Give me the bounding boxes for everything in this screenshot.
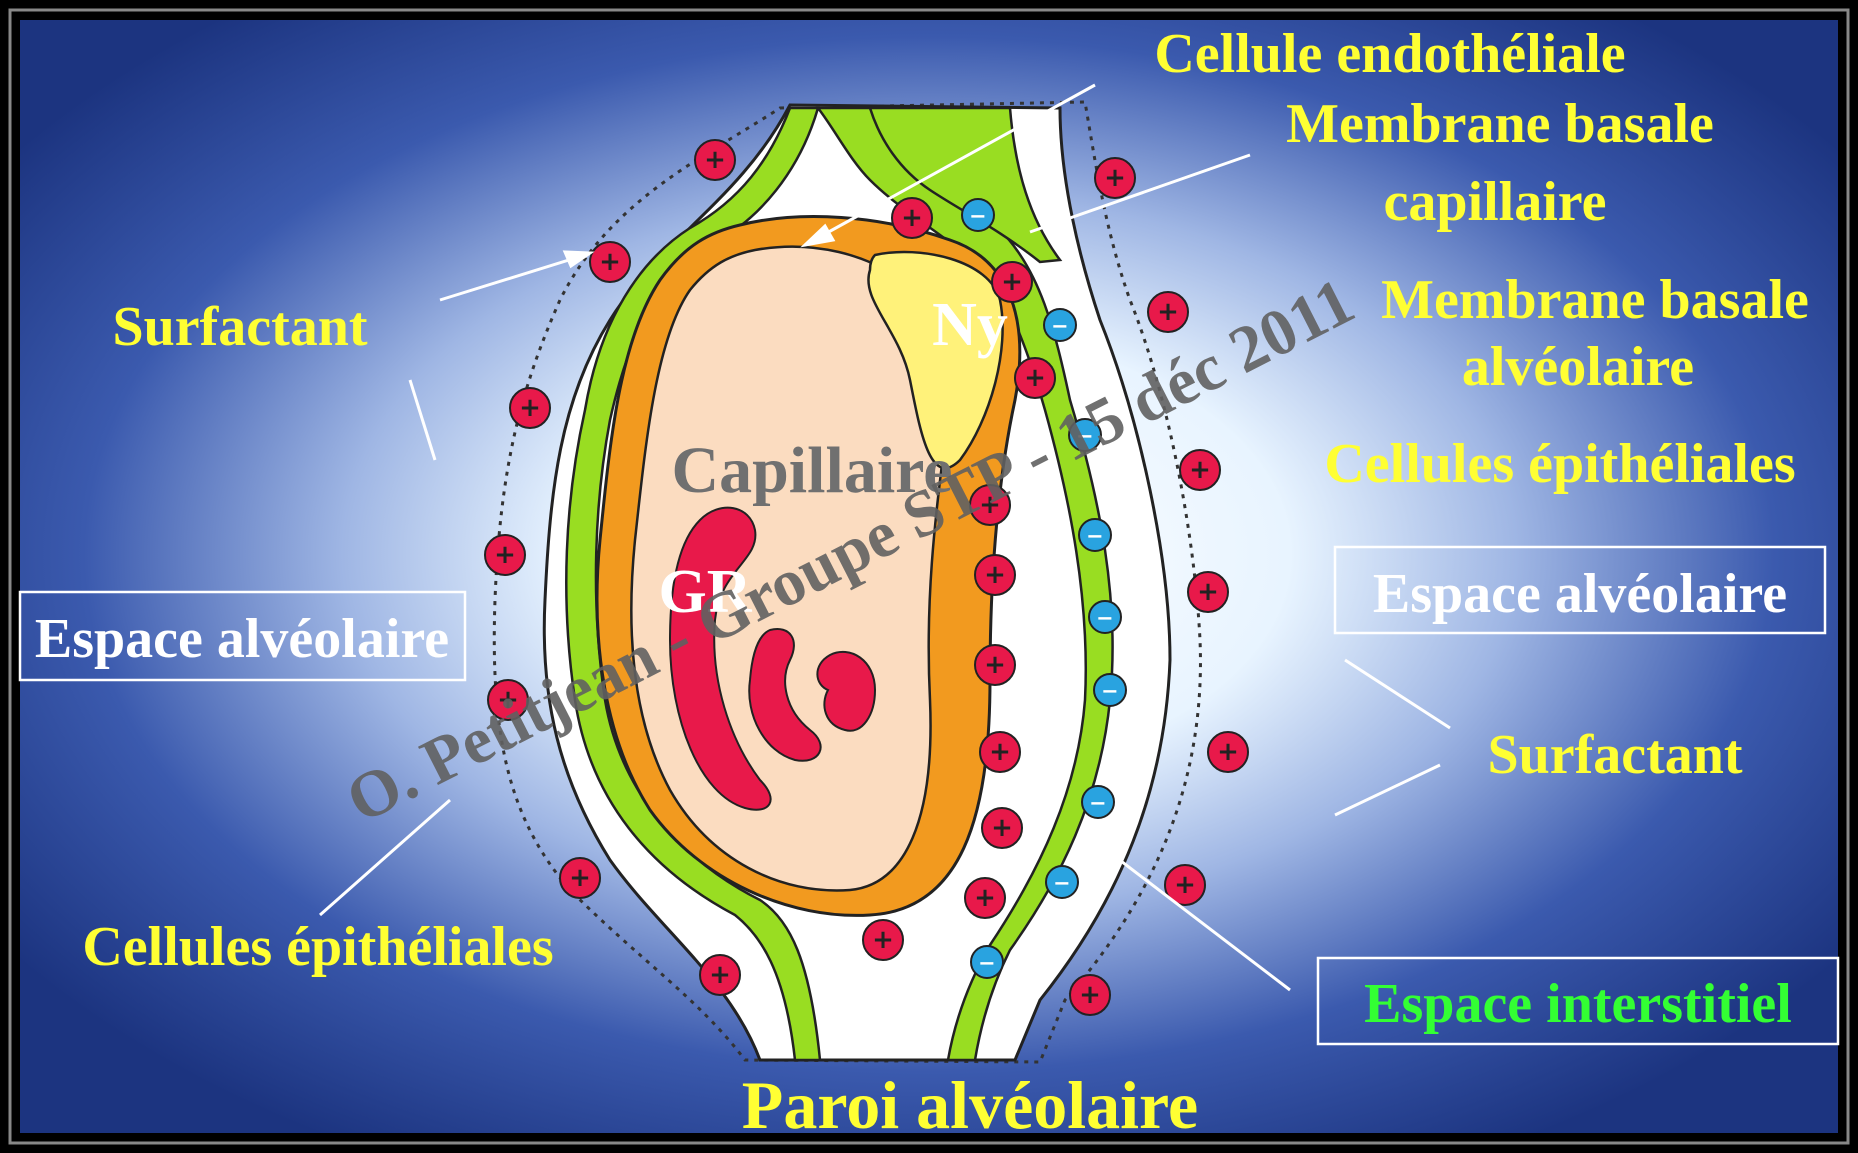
svg-text:+: + xyxy=(991,813,1013,843)
svg-text:+: + xyxy=(1189,455,1211,485)
positive-charge: + xyxy=(982,808,1022,848)
negative-charge: − xyxy=(1079,519,1111,551)
positive-charge: + xyxy=(700,955,740,995)
svg-text:−: − xyxy=(978,951,995,975)
label-espace-alveolaire-right: Espace alvéolaire xyxy=(1373,563,1787,625)
svg-text:−: − xyxy=(969,204,986,228)
svg-text:−: − xyxy=(1096,606,1113,630)
positive-charge: + xyxy=(1148,292,1188,332)
svg-text:−: − xyxy=(1051,314,1068,338)
svg-text:+: + xyxy=(989,737,1011,767)
svg-text:+: + xyxy=(709,960,731,990)
positive-charge: + xyxy=(1208,732,1248,772)
svg-text:+: + xyxy=(569,863,591,893)
label-cellule-endotheliale: Cellule endothéliale xyxy=(1154,23,1625,85)
page-title: Paroi alvéolaire xyxy=(742,1067,1198,1143)
label-membrane-basale-capillaire-1: Membrane basale xyxy=(1286,93,1714,155)
positive-charge: + xyxy=(1180,450,1220,490)
svg-text:−: − xyxy=(1086,524,1103,548)
label-surfactant-right: Surfactant xyxy=(1487,724,1742,786)
svg-text:+: + xyxy=(519,393,541,423)
svg-text:+: + xyxy=(1104,163,1126,193)
positive-charge: + xyxy=(510,388,550,428)
positive-charge: + xyxy=(980,732,1020,772)
svg-text:+: + xyxy=(1024,363,1046,393)
label-membrane-basale-alveolaire-2: alvéolaire xyxy=(1462,336,1694,398)
positive-charge: + xyxy=(1188,572,1228,612)
positive-charge: + xyxy=(695,140,735,180)
positive-charge: + xyxy=(975,645,1015,685)
label-cellules-epitheliales-right: Cellules épithéliales xyxy=(1324,433,1795,495)
label-espace-alveolaire-left: Espace alvéolaire xyxy=(35,608,449,670)
positive-charge: + xyxy=(1070,975,1110,1015)
svg-text:+: + xyxy=(872,925,894,955)
negative-charge: − xyxy=(962,199,994,231)
svg-text:+: + xyxy=(1217,737,1239,767)
svg-text:+: + xyxy=(974,883,996,913)
negative-charge: − xyxy=(1089,601,1121,633)
svg-text:+: + xyxy=(901,203,923,233)
svg-text:+: + xyxy=(1174,870,1196,900)
positive-charge: + xyxy=(863,920,903,960)
svg-text:+: + xyxy=(984,650,1006,680)
svg-text:−: − xyxy=(1053,871,1070,895)
positive-charge: + xyxy=(1095,158,1135,198)
positive-charge: + xyxy=(965,878,1005,918)
negative-charge: − xyxy=(1044,309,1076,341)
label-membrane-basale-alveolaire-1: Membrane basale xyxy=(1381,269,1809,331)
positive-charge: + xyxy=(590,242,630,282)
svg-text:+: + xyxy=(1157,297,1179,327)
negative-charge: − xyxy=(1082,786,1114,818)
positive-charge: + xyxy=(975,555,1015,595)
negative-charge: − xyxy=(1046,866,1078,898)
svg-text:+: + xyxy=(1197,577,1219,607)
positive-charge: + xyxy=(560,858,600,898)
svg-text:+: + xyxy=(984,560,1006,590)
svg-text:+: + xyxy=(599,247,621,277)
svg-text:+: + xyxy=(1079,980,1101,1010)
svg-text:−: − xyxy=(1101,679,1118,703)
positive-charge: + xyxy=(892,198,932,238)
svg-text:+: + xyxy=(494,540,516,570)
svg-text:−: − xyxy=(1089,791,1106,815)
positive-charge: + xyxy=(485,535,525,575)
label-ny: Ny xyxy=(932,291,1008,359)
svg-text:+: + xyxy=(704,145,726,175)
label-surfactant-left: Surfactant xyxy=(112,296,367,358)
label-cellules-epitheliales-left: Cellules épithéliales xyxy=(82,916,553,978)
positive-charge: + xyxy=(1015,358,1055,398)
label-membrane-basale-capillaire-2: capillaire xyxy=(1384,171,1607,233)
negative-charge: − xyxy=(1094,674,1126,706)
label-espace-interstitiel: Espace interstitiel xyxy=(1364,973,1792,1035)
negative-charge: − xyxy=(971,946,1003,978)
